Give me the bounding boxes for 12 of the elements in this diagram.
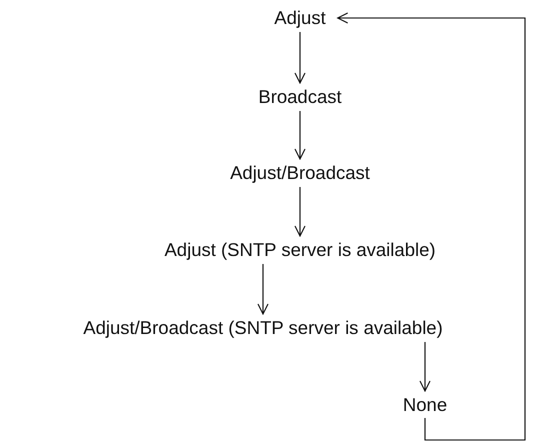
arrow xyxy=(257,264,269,315)
state-label: Broadcast xyxy=(258,86,342,108)
state-label: Adjust (SNTP server is available) xyxy=(164,239,436,261)
arrow xyxy=(419,342,431,392)
arrow xyxy=(294,187,306,237)
state-label: Adjust/Broadcast (SNTP server is available) xyxy=(83,317,443,339)
state-label: Adjust/Broadcast xyxy=(230,162,370,184)
state-label: Adjust xyxy=(274,7,326,29)
state-label: None xyxy=(402,394,448,416)
arrow xyxy=(294,111,306,160)
arrow xyxy=(337,12,526,441)
arrow xyxy=(294,32,306,84)
